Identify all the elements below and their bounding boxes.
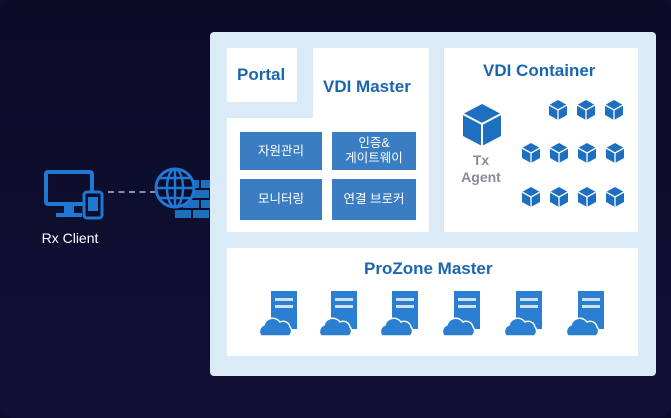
- container-cube-icon-2: [604, 100, 624, 120]
- portal-title: Portal: [237, 65, 286, 84]
- container-cube-icon-6: [605, 143, 625, 163]
- server-cloud-icon-5: [565, 291, 604, 337]
- container-cube-icon-0: [548, 100, 568, 120]
- server-cloud-icon-3: [441, 291, 480, 337]
- container-cube-icon-9: [577, 187, 597, 207]
- server-cloud-icon-0: [258, 291, 297, 337]
- portal-box: [227, 48, 297, 102]
- tx-agent-label: Tx Agent: [452, 152, 510, 186]
- container-cube-icon-3: [521, 143, 541, 163]
- vdi-master-gap-horizontal: [227, 102, 313, 118]
- container-cube-icon-7: [521, 187, 541, 207]
- connection-line: [108, 191, 156, 193]
- vdi-container-title: VDI Container: [483, 61, 596, 80]
- vdi-master-title: VDI Master: [323, 77, 411, 96]
- server-cloud-icon-4: [503, 291, 542, 337]
- server-cloud-icon-1: [318, 291, 357, 337]
- container-cube-icon-8: [549, 187, 569, 207]
- firewall-globe-icon: [153, 166, 233, 226]
- client-label: Rx Client: [41, 230, 99, 246]
- container-cube-icon-5: [577, 143, 597, 163]
- tx-agent-cube-icon: [461, 102, 503, 148]
- container-cube-icon-1: [576, 100, 596, 120]
- resource-management-button: 자원관리: [240, 132, 322, 170]
- client-devices-icon: [40, 170, 120, 250]
- tx-agent-label-line1: Tx: [472, 152, 490, 168]
- server-cloud-icon-2: [379, 291, 418, 337]
- vdi-master-gap: [297, 48, 313, 102]
- prozone-master-title: ProZone Master: [364, 259, 493, 278]
- container-cube-icon-10: [605, 187, 625, 207]
- monitoring-button: 모니터링: [240, 179, 322, 220]
- connection-broker-button: 연결 브로커: [332, 179, 416, 220]
- tx-agent-label-line2: Agent: [461, 169, 501, 185]
- container-cube-icon-4: [549, 143, 569, 163]
- auth-gateway-button: 인증& 게이트웨이: [332, 132, 416, 170]
